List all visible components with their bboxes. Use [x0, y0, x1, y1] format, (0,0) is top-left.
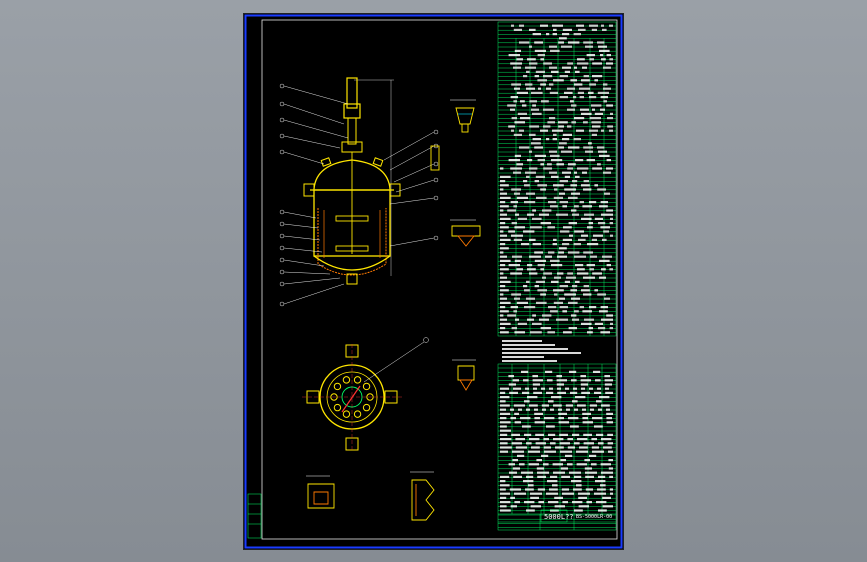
scale-box: [540, 509, 568, 523]
drawing-number: BS-5000LR-00: [576, 514, 612, 520]
drawing-sheet[interactable]: 5000L?? BS-5000LR-00: [244, 14, 623, 549]
weld-detail-icons: [306, 99, 481, 521]
outer-frame: [244, 14, 623, 549]
left-stamp: [247, 493, 262, 539]
part-leaders: [279, 83, 439, 307]
scale-text: 5000L??: [544, 513, 574, 521]
technical-tables: [497, 21, 617, 531]
cad-drawing[interactable]: 5000L?? BS-5000LR-00: [244, 14, 623, 549]
nozzle-orientation-view: [302, 337, 429, 452]
inner-border: [261, 19, 618, 540]
reactor-vessel-drawing: [303, 77, 401, 285]
